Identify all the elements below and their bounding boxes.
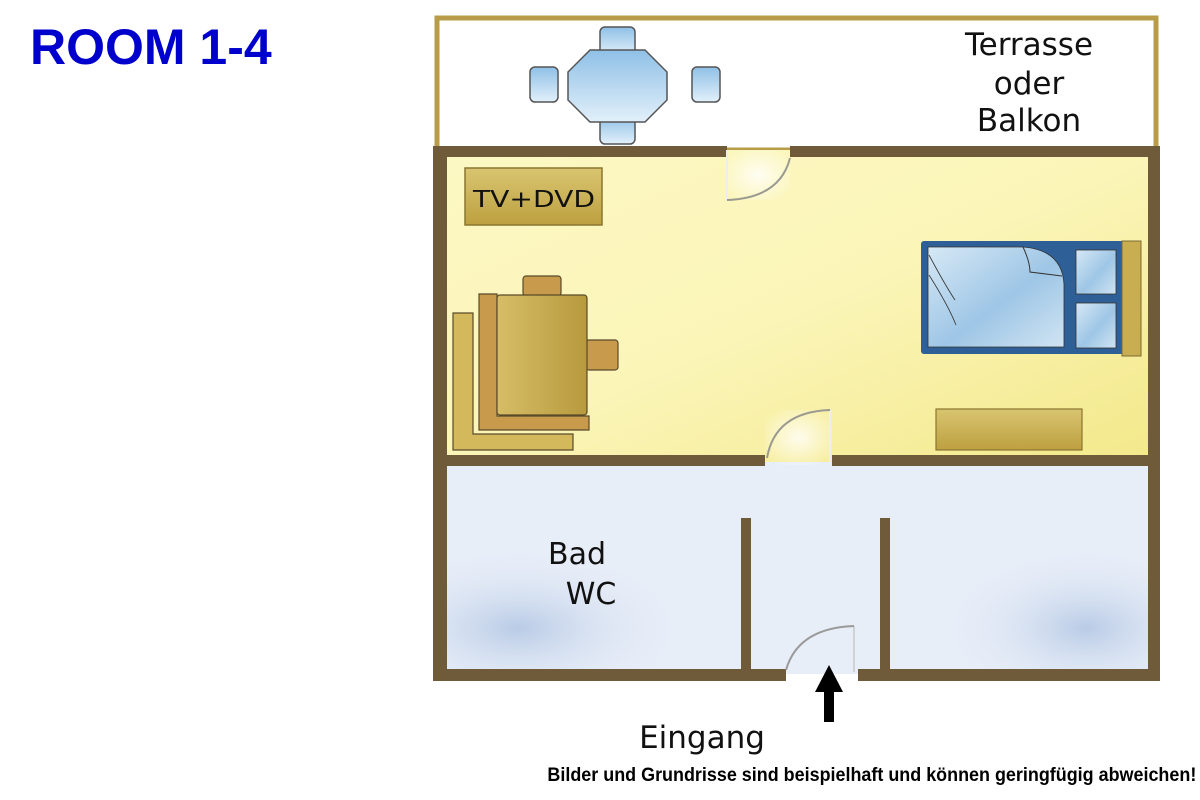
tv-cabinet-icon	[464, 167, 603, 226]
tv-label: TV+DVD	[472, 187, 595, 213]
desk-icon	[452, 275, 619, 451]
bed-icon	[921, 240, 1142, 357]
bathroom-label-line2: WC	[566, 577, 617, 612]
sideboard-icon	[935, 408, 1083, 451]
entrance-arrow-icon	[815, 665, 843, 722]
table-with-chairs-icon	[529, 26, 721, 145]
disclaimer-text: Bilder und Grundrisse sind beispielhaft …	[547, 764, 1196, 786]
bathroom-label-line1: Bad	[548, 537, 606, 572]
walls	[433, 146, 1160, 681]
entrance-label: Eingang	[639, 720, 765, 756]
room-door-icon	[765, 409, 832, 465]
terrace-label-line1: Terrasse	[964, 27, 1093, 63]
lower-area	[440, 462, 1156, 674]
terrace-label-line2: oder	[994, 66, 1065, 102]
entrance-door-icon	[785, 625, 855, 672]
balcony-door-icon	[726, 150, 791, 201]
page-title: ROOM 1-4	[30, 19, 272, 75]
terrace-label-line3: Balkon	[977, 103, 1081, 139]
